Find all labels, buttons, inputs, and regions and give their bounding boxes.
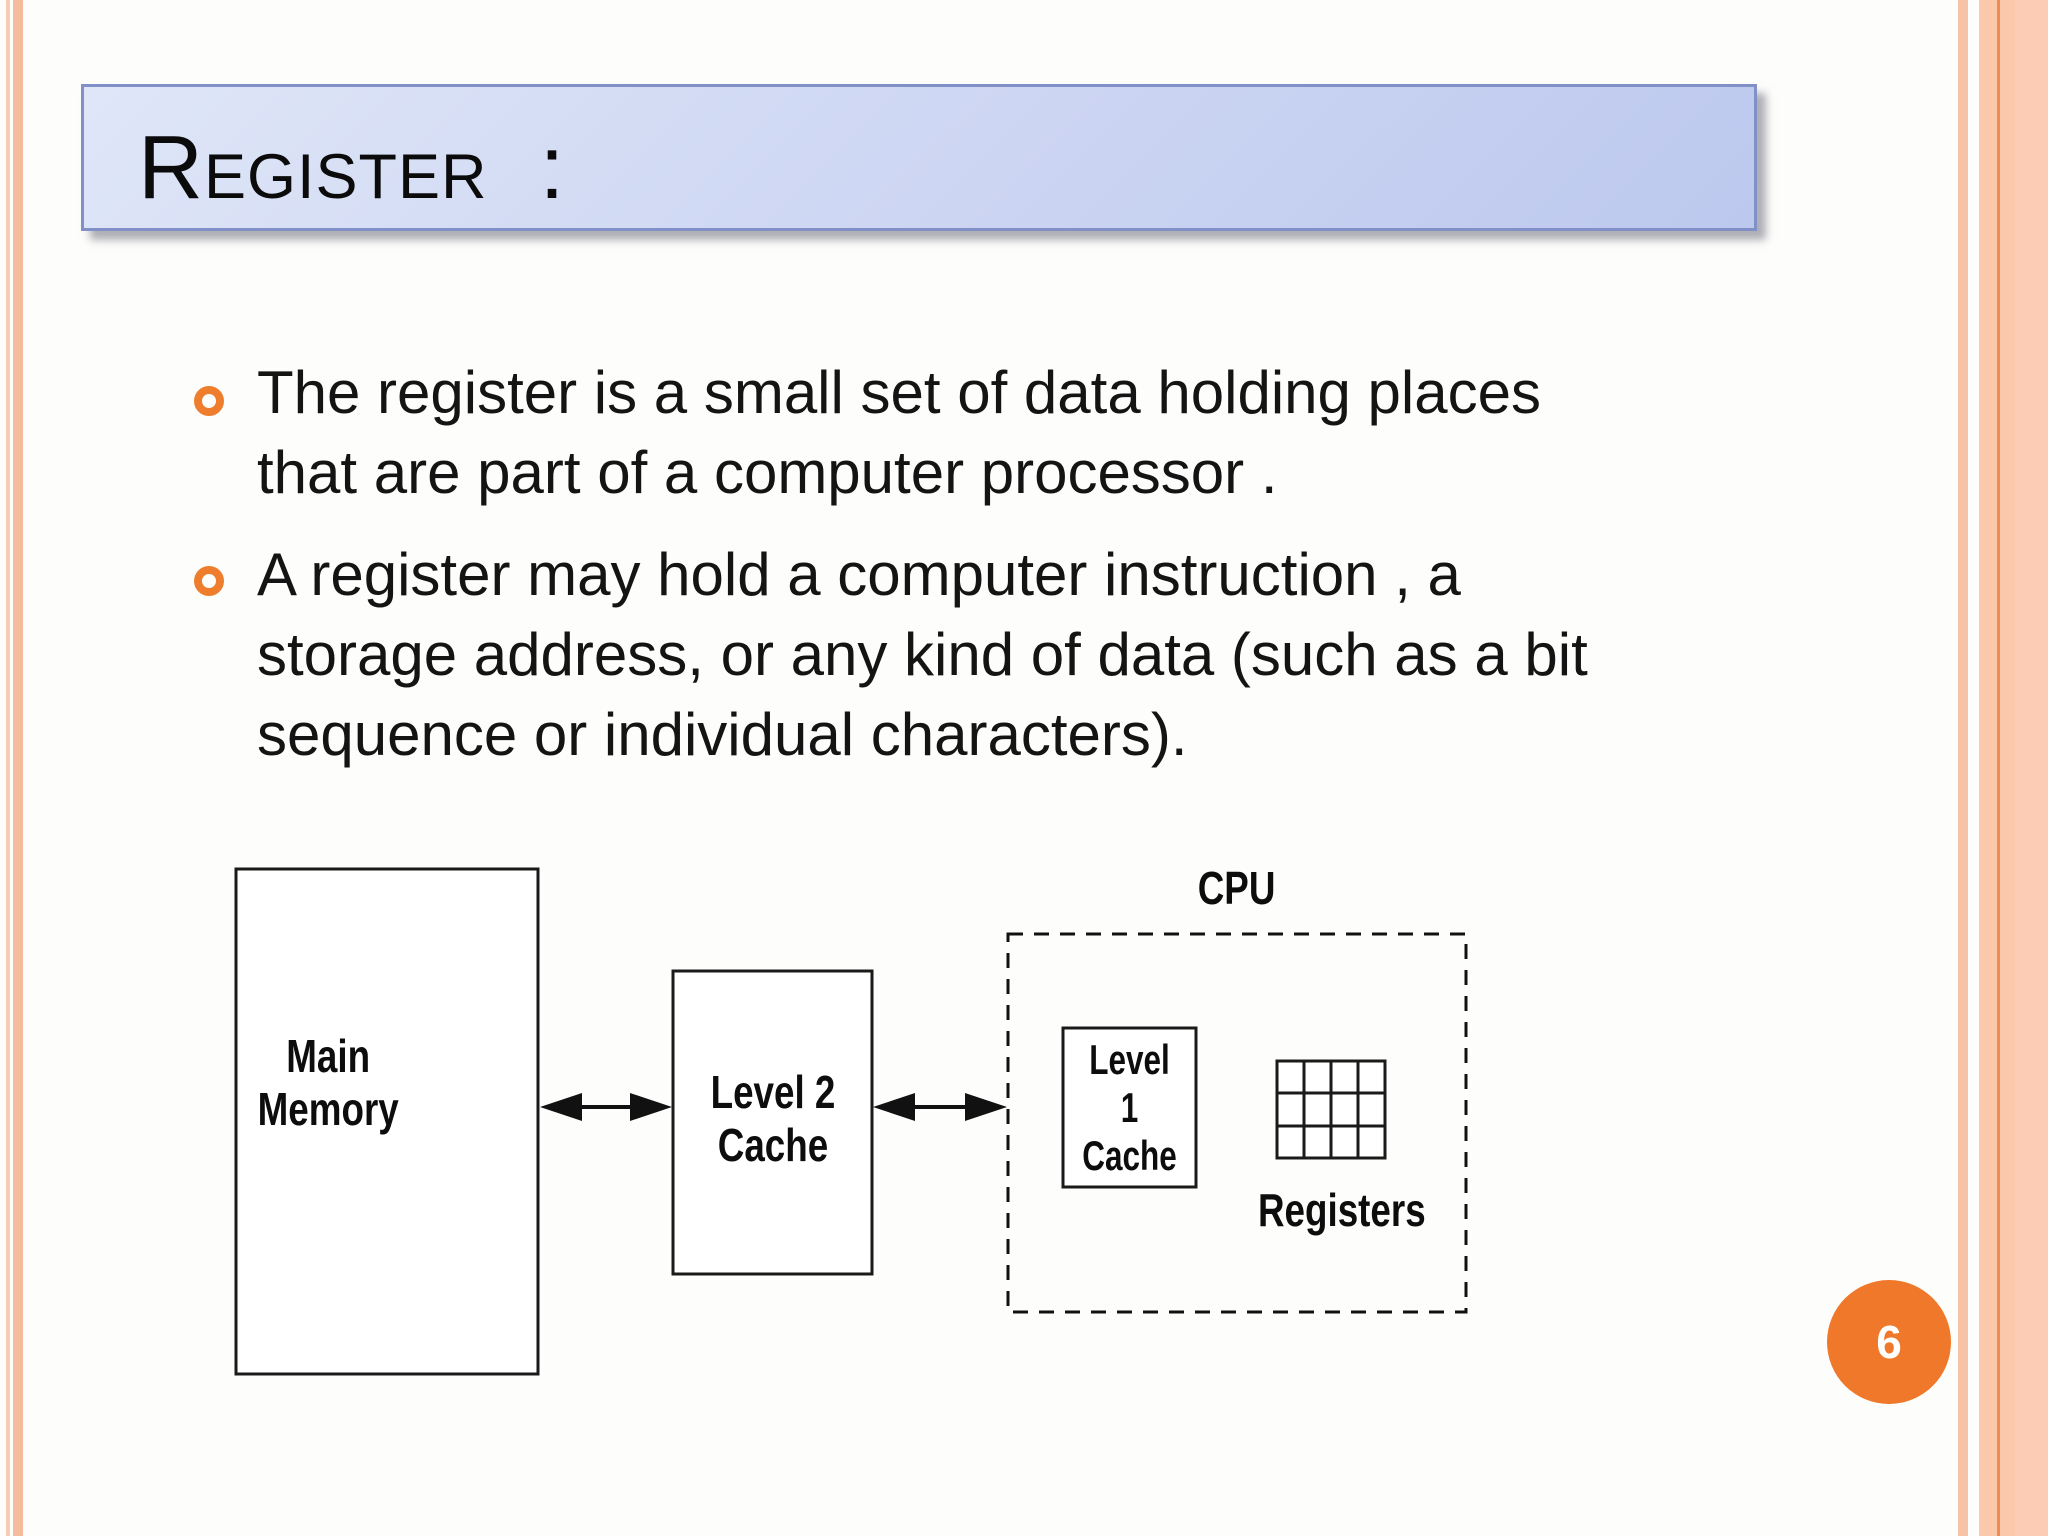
- level1-cache-label: Level 1 Cache: [1079, 1036, 1180, 1180]
- bullet-marker-icon: [194, 386, 224, 416]
- registers-label: Registers: [1258, 1184, 1426, 1236]
- level2-cache-label-wrap: Level 2 Cache: [672, 970, 873, 1275]
- main-memory-label: Main Memory: [258, 1030, 399, 1136]
- bullet-text-line: storage address, or any kind of data (su…: [257, 621, 1588, 688]
- level2-line1: Level 2: [710, 1065, 835, 1118]
- bullet-item: The register is a small set of data hold…: [257, 353, 1541, 513]
- main-memory-line2: Memory: [257, 1083, 400, 1135]
- left-border-stripe-thin: [6, 0, 10, 1536]
- arrow-main-to-l2: [540, 1093, 672, 1121]
- cpu-label: CPU: [1198, 862, 1276, 914]
- slide-title: Register :: [138, 117, 566, 218]
- registers-label-wrap: Registers: [1192, 1184, 1492, 1237]
- level2-cache-box: [671, 969, 874, 1276]
- arrow-l2-to-cpu: [873, 1093, 1007, 1121]
- main-memory-line1: Main: [286, 1030, 371, 1082]
- cpu-label-wrap: CPU: [1008, 862, 1466, 915]
- bullet-marker-icon: [194, 566, 224, 596]
- slide-title-bar: Register :: [81, 84, 1757, 231]
- right-border-stripe-thin: [1958, 0, 1968, 1536]
- main-memory-box: [234, 867, 540, 1376]
- bullet-text-line: that are part of a computer processor .: [257, 439, 1278, 506]
- right-border-band: [1979, 0, 2048, 1536]
- page-number: 6: [1876, 1316, 1902, 1368]
- bullet-item: A register may hold a computer instructi…: [257, 535, 1588, 775]
- right-border-orange-line: [1997, 0, 2000, 1536]
- bullet-text-line: A register may hold a computer instructi…: [257, 541, 1461, 608]
- left-border-stripe-wide: [13, 0, 23, 1536]
- right-border-light-band: [2015, 0, 2048, 1536]
- level2-line2: Cache: [717, 1118, 828, 1171]
- level1-cache-label-wrap: Level 1 Cache: [1062, 1027, 1197, 1188]
- bullet-text-line: sequence or individual characters).: [257, 701, 1188, 768]
- level1-line1: Level 1: [1089, 1035, 1170, 1131]
- level2-cache-label: Level 2 Cache: [710, 1066, 835, 1172]
- level1-cache-box: [1061, 1026, 1198, 1189]
- level1-line2: Cache: [1082, 1131, 1177, 1179]
- bullet-text-line: The register is a small set of data hold…: [257, 359, 1541, 426]
- cpu-dashed-box: [1006, 932, 1468, 1314]
- registers-grid: [1275, 1059, 1387, 1160]
- main-memory-label-wrap: Main Memory: [235, 868, 538, 1374]
- page-number-badge: 6: [1827, 1280, 1951, 1404]
